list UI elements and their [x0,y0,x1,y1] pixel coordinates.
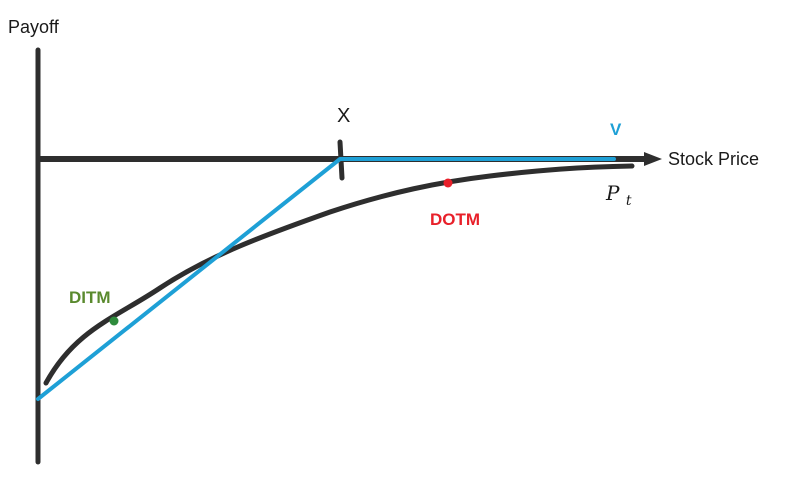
x-axis-label: Stock Price [668,149,759,169]
payoff-line [36,157,616,401]
point-ditm [109,316,119,326]
payoff-line-label: V [610,120,622,139]
strike-label: X [337,105,350,127]
point-dotm [443,178,453,188]
value-curve-label: P t [605,181,632,209]
point-dotm-label: DOTM [430,210,480,229]
y-axis-label: Payoff [8,17,60,37]
x-axis-arrowhead [644,152,662,166]
value-curve-label-subscript: t [626,193,632,209]
point-ditm-label: DITM [69,288,111,307]
value-curve-label-main: P [605,181,620,205]
value-curve [43,163,635,386]
